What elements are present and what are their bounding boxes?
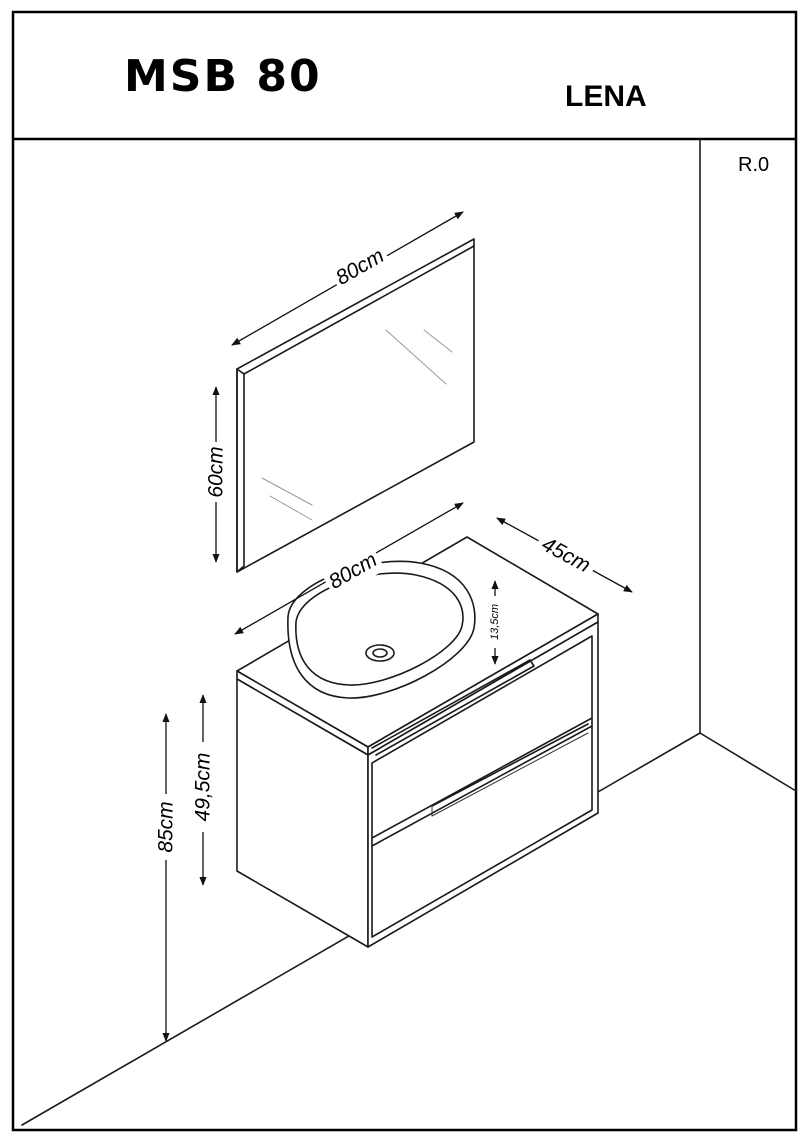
mirror: [237, 239, 474, 572]
cabinet-height-label: 49,5cm: [192, 753, 215, 822]
total-height-label: 85cm: [155, 801, 178, 852]
basin-height-label: 13,5cm: [489, 604, 501, 640]
revision-label: R.0: [738, 154, 769, 176]
collection-name: LENA: [565, 80, 647, 113]
model-code: MSB 80: [124, 51, 322, 102]
mirror-height-label: 60cm: [205, 446, 228, 497]
